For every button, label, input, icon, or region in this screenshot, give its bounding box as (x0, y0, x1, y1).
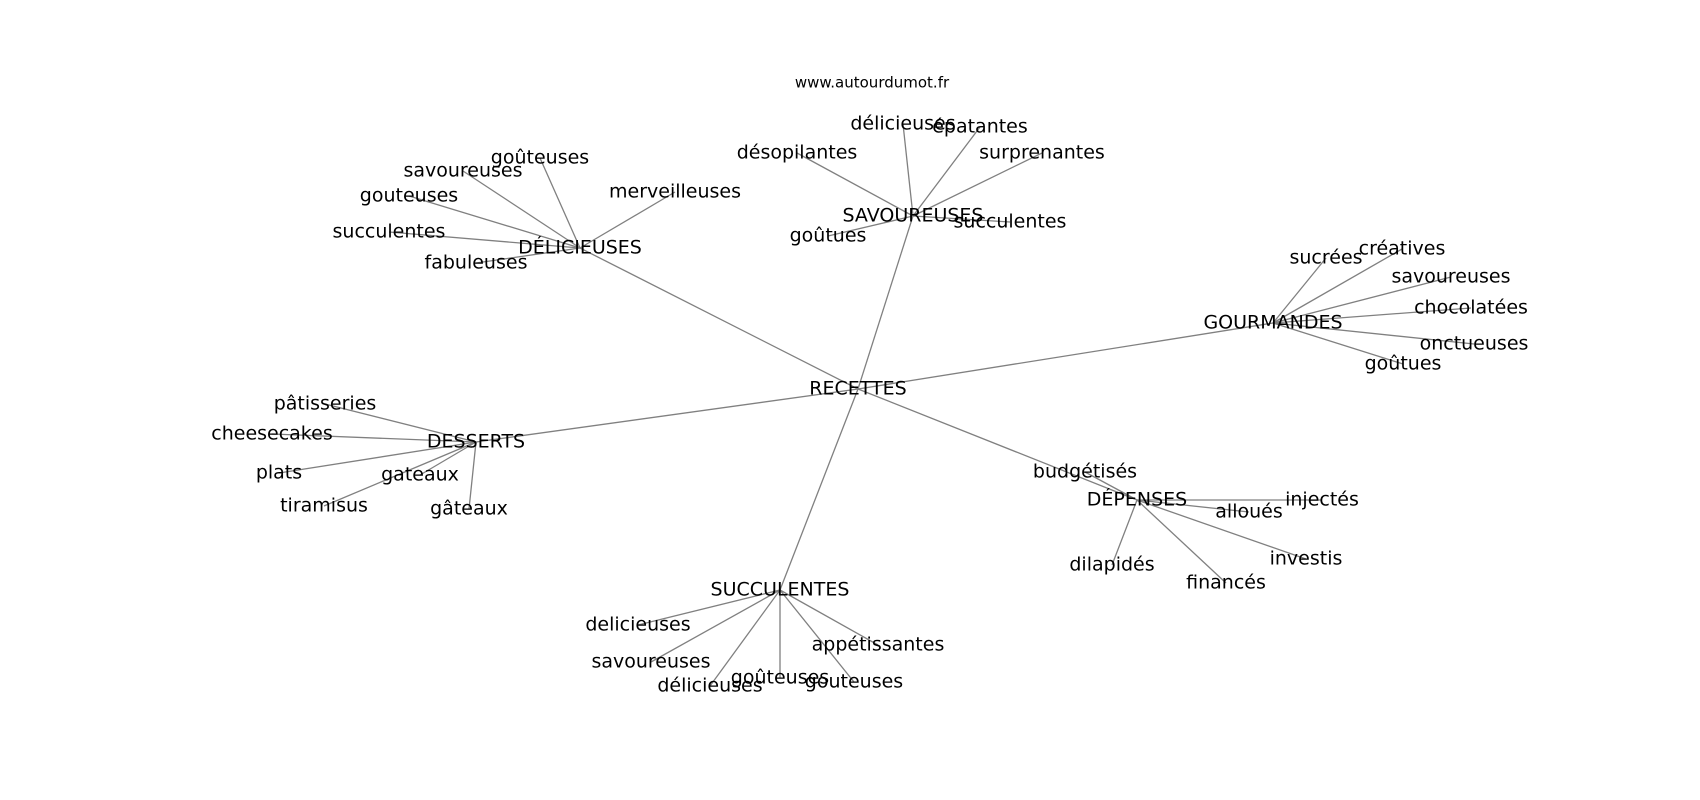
edge-delicieuses-gouteuses (408, 195, 581, 249)
word-node-tiramisus: tiramisus (280, 495, 368, 517)
word-node-epatantes: épatantes (932, 116, 1028, 138)
word-node-merveilleuses: merveilleuses (609, 181, 741, 203)
edge-desserts-gateaux (419, 441, 477, 476)
word-node-delicieuses: délicieuses (850, 113, 955, 135)
word-node-alloues: alloués (1215, 501, 1282, 523)
word-node-dilapides: dilapidés (1069, 554, 1154, 576)
word-node-gateaux: gateaux (381, 464, 459, 486)
word-node-investis: investis (1270, 548, 1343, 570)
root-node: RECETTES (809, 378, 906, 400)
edge-depenses-alloues (1136, 499, 1250, 513)
edge-gourmandes-sucrees (1272, 257, 1327, 324)
word-node-patisseries: pâtisseries (274, 393, 377, 415)
edge-gourmandes-creatives (1272, 248, 1403, 324)
word-node-delicieuses: délicieuses (657, 675, 762, 697)
edge-succulentes-gouteuses (779, 589, 855, 683)
edge-delicieuses-succulentes (388, 231, 581, 249)
edge-succulentes-savoureuses (650, 589, 781, 663)
word-node-gateaux: gâteaux (430, 498, 508, 520)
word-node-onctueuses: onctueuses (1420, 333, 1529, 355)
graph-edges (271, 123, 1475, 687)
word-node-gouteuses: goûteuses (491, 147, 589, 169)
hub-node-succulentes: SUCCULENTES (711, 579, 850, 601)
word-node-gouteuses: goûteuses (731, 667, 829, 689)
word-node-cheesecakes: cheesecakes (211, 423, 332, 445)
site-url: www.autourdumot.fr (795, 74, 950, 92)
edge-depenses-budgetises (1084, 471, 1138, 501)
edge-depenses-finances (1136, 499, 1227, 584)
word-node-goutues: goûtues (790, 225, 867, 247)
word-node-succulentes: succulentes (333, 221, 446, 243)
word-node-chocolatees: chocolatées (1414, 297, 1528, 319)
edge-root-depenses (857, 388, 1138, 501)
hub-node-gourmandes: GOURMANDES (1203, 312, 1342, 334)
edge-delicieuses-savoureuses (462, 170, 581, 249)
hub-node-savoureuses: SAVOUREUSES (843, 205, 984, 227)
edge-desserts-cheesecakes (271, 433, 477, 443)
edge-delicieuses-fabuleuses (475, 247, 581, 264)
word-node-savoureuses: savoureuses (1391, 266, 1510, 288)
edge-root-gourmandes (857, 322, 1274, 390)
edge-root-desserts (475, 388, 859, 443)
word-node-goutues: goûtues (1365, 353, 1442, 375)
word-node-savoureuses: savoureuses (591, 651, 710, 673)
edge-root-delicieuses (579, 247, 859, 390)
word-node-budgetises: budgétisés (1033, 461, 1137, 483)
edge-root-savoureuses (857, 215, 914, 390)
edge-desserts-tiramisus (323, 441, 477, 507)
edge-depenses-dilapides (1111, 499, 1138, 566)
edge-savoureuses-surprenantes (912, 152, 1043, 217)
edge-gourmandes-chocolatees (1272, 307, 1472, 324)
word-node-delicieuses: delicieuses (585, 614, 690, 636)
word-node-sucrees: sucrées (1289, 247, 1362, 269)
edge-root-succulentes (779, 388, 859, 591)
graph-labels: www.autourdumot.fr RECETTES goûteusessav… (211, 74, 1528, 697)
word-node-plats: plats (256, 462, 302, 484)
edge-savoureuses-goutues (827, 215, 914, 237)
word-node-finances: financés (1186, 572, 1266, 594)
edge-savoureuses-succulentes (912, 215, 1011, 223)
word-node-injectes: injectés (1285, 489, 1359, 511)
edge-gourmandes-goutues (1272, 322, 1404, 365)
word-node-savoureuses: savoureuses (403, 160, 522, 182)
edge-gourmandes-savoureuses (1272, 276, 1452, 324)
word-node-appetissantes: appétissantes (812, 634, 945, 656)
edge-savoureuses-epatantes (912, 126, 981, 217)
edge-desserts-patisseries (324, 403, 477, 443)
hub-node-delicieuses: DÉLICIEUSES (518, 236, 642, 259)
word-node-surprenantes: surprenantes (979, 142, 1105, 164)
word-node-fabuleuses: fabuleuses (425, 252, 528, 274)
edge-gourmandes-onctueuses (1272, 322, 1475, 345)
edge-delicieuses-merveilleuses (579, 191, 676, 249)
edge-desserts-plats (278, 441, 477, 474)
edge-succulentes-delicieuses (709, 589, 781, 687)
edge-desserts-gateaux (468, 441, 477, 510)
hub-node-desserts: DESSERTS (427, 431, 525, 453)
edge-depenses-investis (1136, 499, 1307, 560)
edge-succulentes-appetissantes (779, 589, 879, 646)
edge-delicieuses-gouteuses (539, 157, 581, 249)
edge-savoureuses-desopilantes (796, 152, 914, 217)
word-node-succulentes: succulentes (954, 211, 1067, 233)
edge-savoureuses-delicieuses (902, 123, 914, 217)
word-node-creatives: créatives (1359, 238, 1446, 260)
word-node-desopilantes: désopilantes (737, 142, 858, 164)
word-node-gouteuses: gouteuses (360, 185, 458, 207)
edge-succulentes-delicieuses (637, 589, 781, 626)
hub-node-depenses: DÉPENSES (1087, 488, 1187, 511)
word-node-gouteuses: gouteuses (805, 671, 903, 693)
